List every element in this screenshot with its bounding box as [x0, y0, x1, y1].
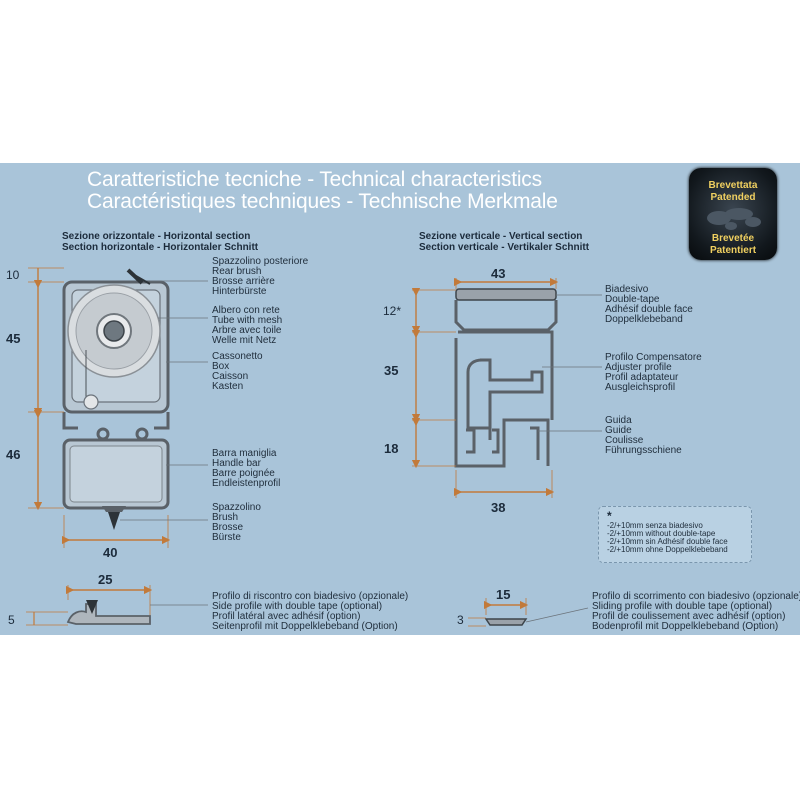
title-line-1: Caratteristiche tecniche - Technical cha… [87, 168, 542, 191]
side-profile-drawing [26, 585, 208, 626]
note-lines: -2/+10mm senza biadesivo -2/+10mm withou… [607, 521, 728, 554]
dim-h-upper: 45 [6, 331, 21, 346]
title-line-2: Caractéristiques techniques - Technische… [87, 190, 558, 213]
dim-v-width: 38 [491, 500, 506, 515]
vertical-section-drawing [411, 277, 602, 498]
dim-v-lower: 18 [384, 441, 399, 456]
dim-v-top: 43 [491, 266, 506, 281]
dim-slide-width: 15 [496, 587, 511, 602]
label-handle-bar: Barra maniglia Handle bar Barre poignée … [212, 448, 281, 489]
dim-side-width: 25 [98, 572, 113, 587]
badge-text-3: Brevetée [711, 233, 755, 244]
dim-slide-height: 3 [457, 613, 464, 627]
badge-text-2: Patended [710, 192, 756, 203]
label-brush: Spazzolino Brush Brosse Bürste [212, 502, 261, 543]
label-box: Cassonetto Box Caisson Kasten [212, 351, 263, 392]
tolerance-note: * -2/+10mm senza biadesivo -2/+10mm with… [598, 506, 752, 563]
label-double-tape: Biadesivo Double-tape Adhésif double fac… [605, 284, 693, 325]
badge-text-1: Brevettata [708, 180, 758, 191]
patent-badge: Brevettata Patended Brevetée Patentiert [689, 168, 777, 260]
dim-h-width: 40 [103, 545, 118, 560]
note-star: * [607, 509, 612, 523]
horizontal-section-drawing [28, 267, 208, 548]
label-side-profile: Profilo di riscontro con biadesivo (opzi… [212, 591, 409, 632]
label-adjuster-profile: Profilo Compensatore Adjuster profile Pr… [605, 352, 702, 393]
world-map-icon [707, 208, 761, 230]
sliding-profile-drawing [468, 598, 589, 627]
dim-v-upper: 35 [384, 363, 399, 378]
dim-v-tape: 12* [383, 304, 402, 318]
horizontal-header: Sezione orizzontale - Horizontal section… [62, 231, 259, 253]
label-guide: Guida Guide Coulisse Führungsschiene [605, 415, 682, 456]
dim-side-height: 5 [8, 613, 15, 627]
label-rear-brush: Spazzolino posteriore Rear brush Brosse … [212, 256, 309, 297]
vertical-header: Sezione verticale - Vertical section Sec… [419, 231, 590, 253]
label-sliding-profile: Profilo di scorrimento con biadesivo (op… [592, 591, 800, 632]
dim-h-lower: 46 [6, 447, 21, 462]
dim-h-top: 10 [6, 268, 20, 282]
badge-text-4: Patentiert [709, 245, 757, 256]
label-tube: Albero con rete Tube with mesh Arbre ave… [212, 305, 283, 346]
